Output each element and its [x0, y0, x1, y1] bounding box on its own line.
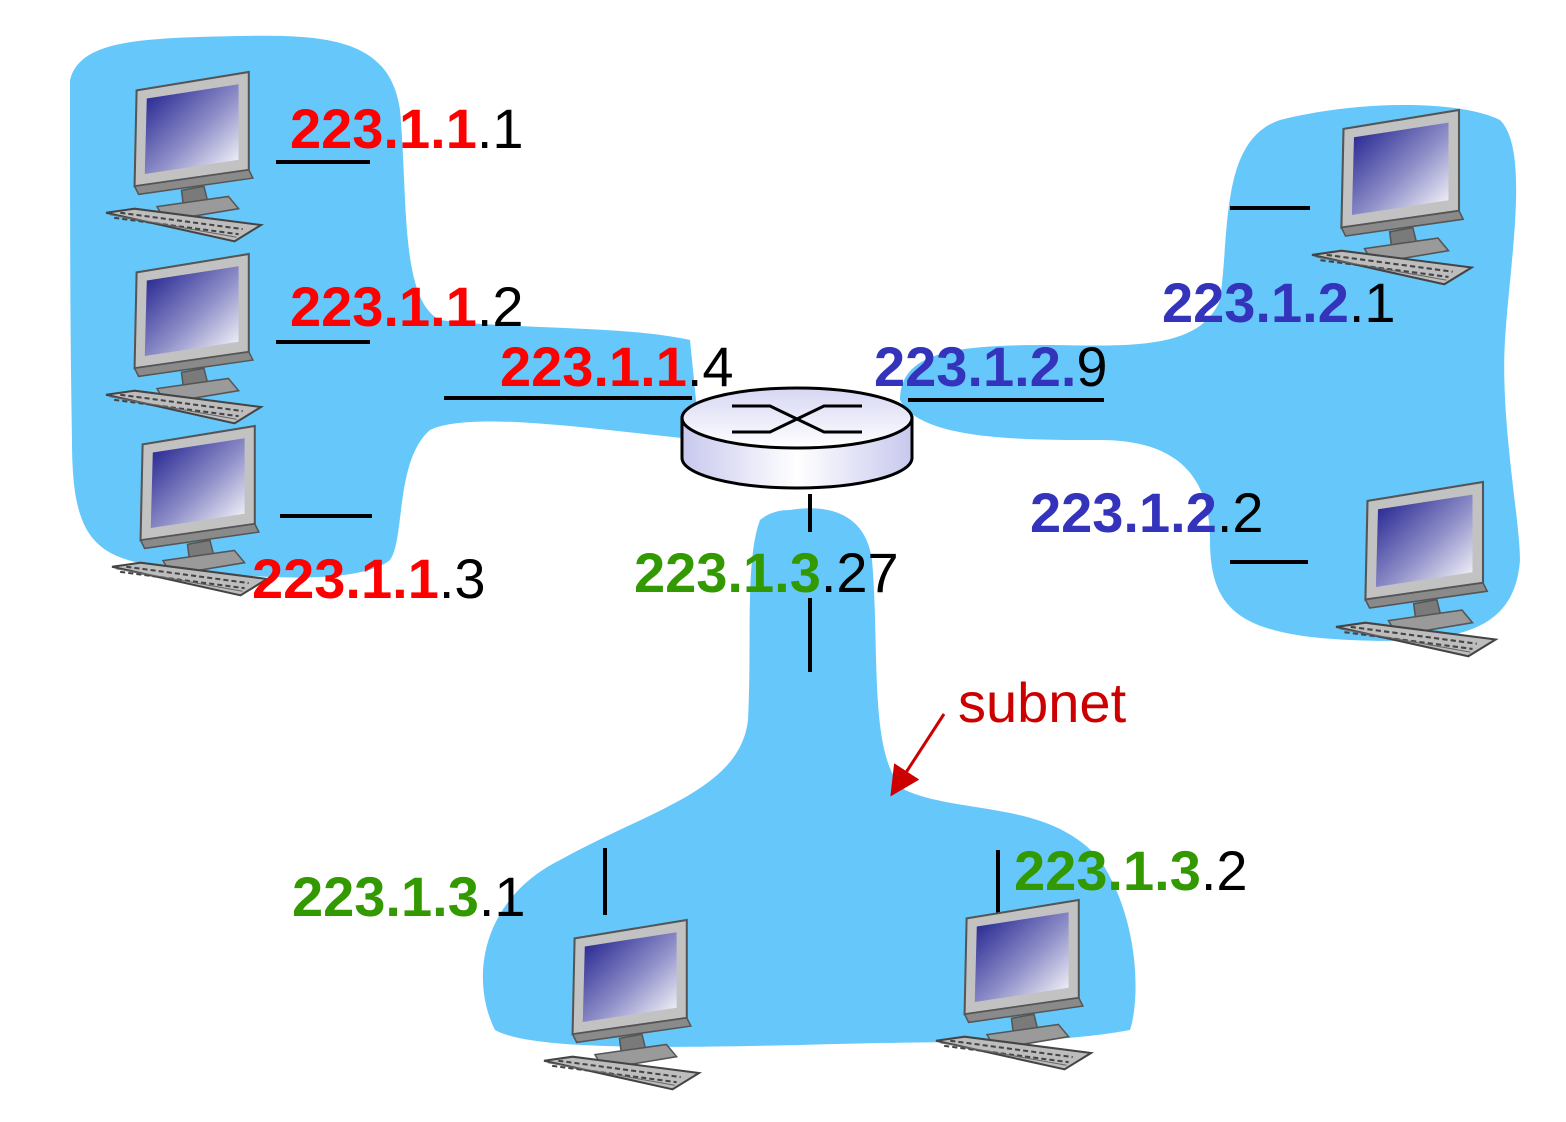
router-interface-label: 223.1.2.9 — [874, 335, 1108, 398]
host-address-label: 223.1.1.2 — [290, 275, 524, 338]
subnet-pointer-arrow — [892, 714, 944, 794]
host-address-label: 223.1.2.1 — [1162, 271, 1396, 334]
host-address-label: 223.1.1.3 — [252, 547, 486, 610]
host-address-label: 223.1.1.1 — [290, 97, 524, 160]
router-interface-label: 223.1.1.4 — [500, 335, 734, 398]
router-interface-label: 223.1.3.27 — [634, 541, 899, 604]
host-address-label: 223.1.2.2 — [1030, 481, 1264, 544]
host-address-label: 223.1.3.2 — [1014, 839, 1248, 902]
subnet-annotation-label: subnet — [958, 671, 1127, 734]
router-icon — [682, 388, 912, 488]
host-address-label: 223.1.3.1 — [292, 865, 526, 928]
